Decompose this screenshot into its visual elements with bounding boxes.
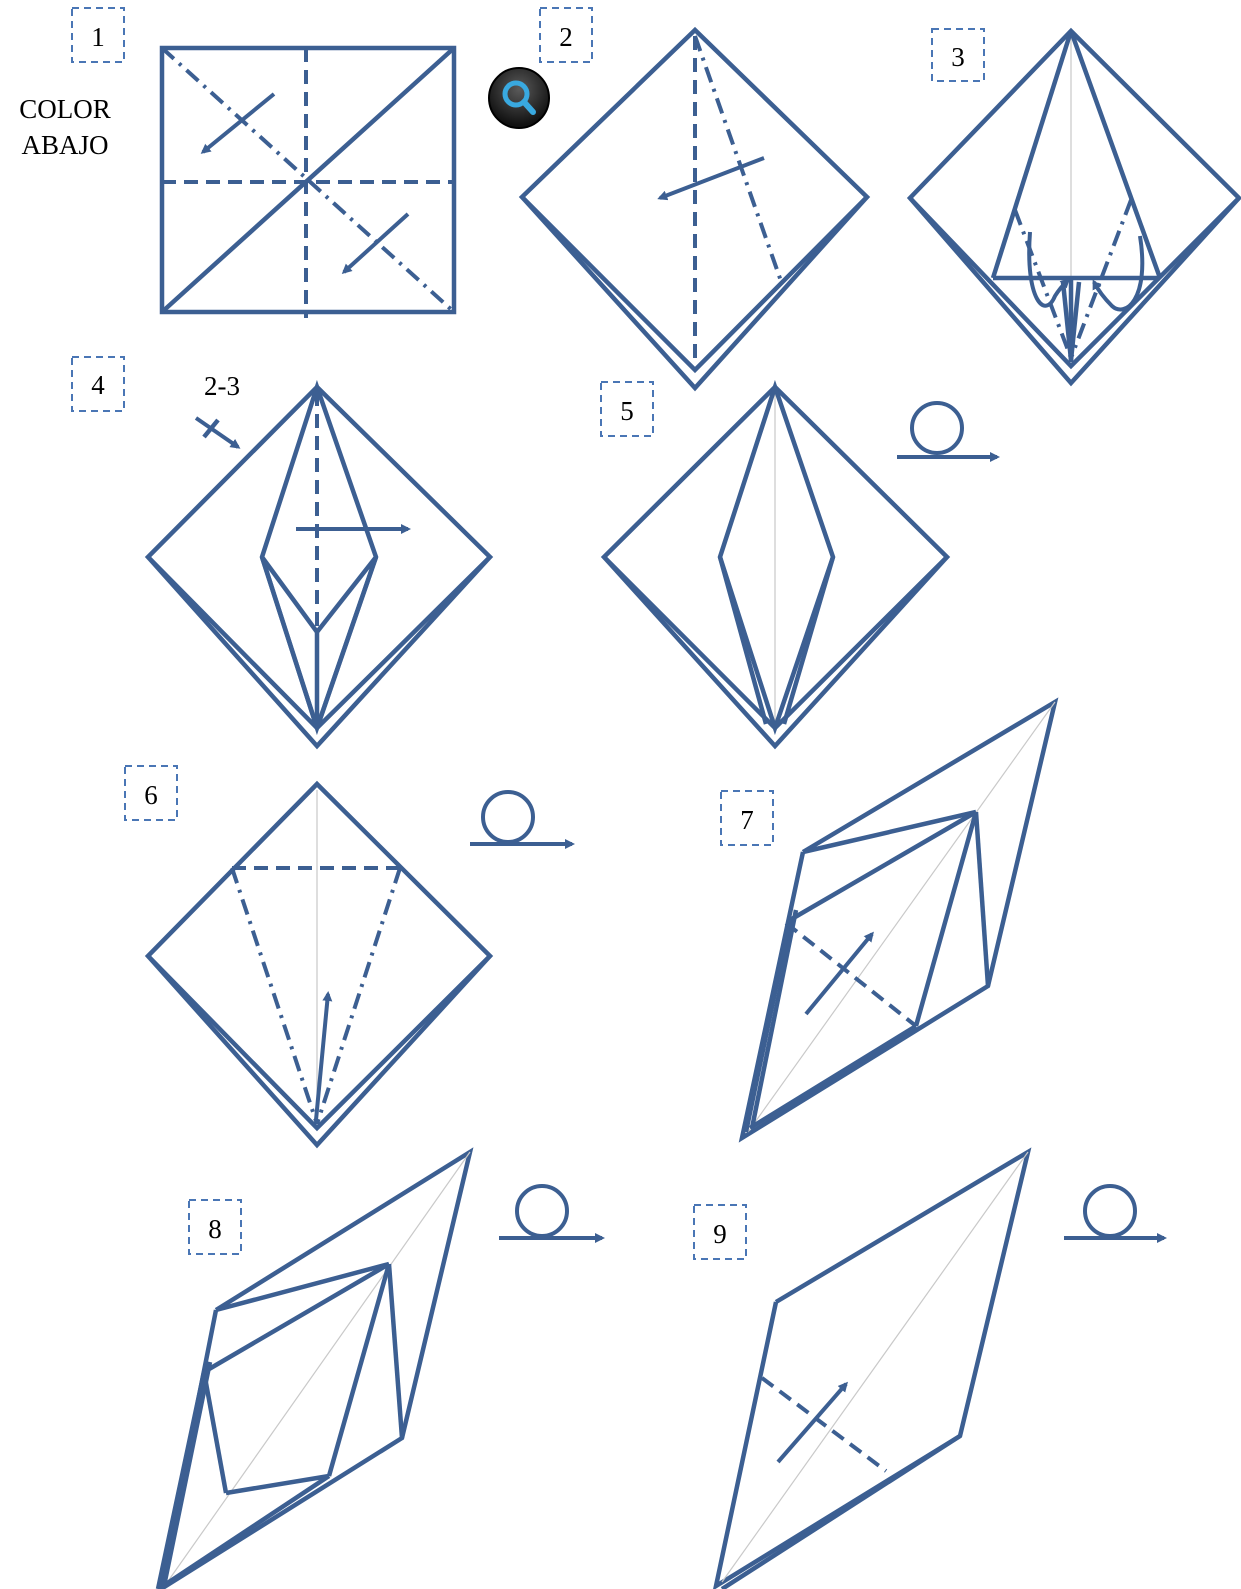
- step-1-diagram: [162, 48, 454, 318]
- step-number: 9: [713, 1219, 727, 1249]
- step-5-diagram: [604, 387, 997, 746]
- step-label-7: 7: [721, 791, 773, 845]
- step-number: 7: [740, 805, 754, 835]
- step-4-annotation: 2-3: [204, 371, 240, 401]
- magnifier-icon: [489, 68, 549, 128]
- turn-over-icon: [1064, 1186, 1164, 1238]
- step-number: 6: [144, 780, 158, 810]
- fold-arrow: [660, 158, 764, 198]
- note-line-2: ABAJO: [21, 130, 108, 160]
- step-8-diagram: [158, 1152, 602, 1589]
- fold-arrow: [806, 934, 872, 1014]
- step-number: 3: [951, 42, 965, 72]
- step-label-1: 1: [72, 8, 124, 62]
- note-line-1: COLOR: [19, 94, 111, 124]
- step-4-diagram: 2-3: [148, 371, 490, 746]
- step-number: 4: [91, 370, 105, 400]
- step-label-8: 8: [189, 1200, 241, 1254]
- step-6-diagram: [148, 784, 572, 1145]
- fold-arrow: [344, 214, 408, 272]
- turn-over-icon: [897, 403, 997, 457]
- step-label-6: 6: [125, 766, 177, 820]
- step-2-diagram: [522, 30, 867, 388]
- step-label-4: 4: [72, 357, 124, 411]
- turn-over-icon: [499, 1186, 602, 1238]
- step-7-diagram: [742, 702, 1055, 1138]
- step-number: 1: [91, 22, 105, 52]
- step-label-5: 5: [601, 382, 653, 436]
- step-3-diagram: [910, 31, 1239, 383]
- step-number: 8: [208, 1214, 222, 1244]
- turn-over-icon: [470, 792, 572, 844]
- step-label-9: 9: [694, 1205, 746, 1259]
- step-label-3: 3: [932, 29, 984, 81]
- step-number: 5: [620, 396, 634, 426]
- step-9-diagram: [716, 1152, 1164, 1589]
- step-number: 2: [559, 22, 573, 52]
- fold-arrow: [203, 94, 274, 152]
- step-label-2: 2: [540, 8, 592, 62]
